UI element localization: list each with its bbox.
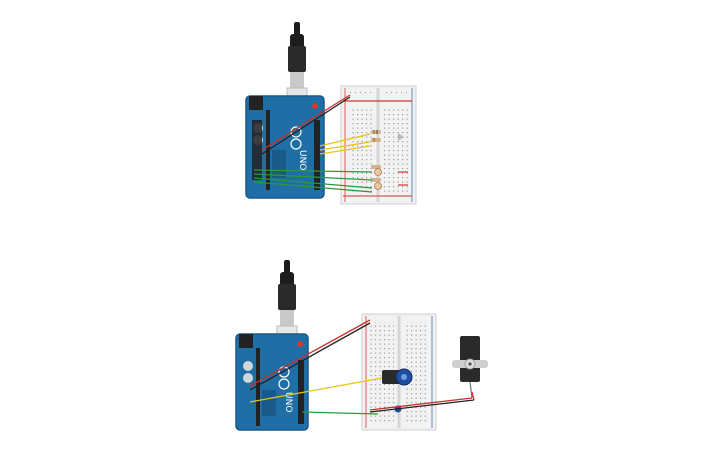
power-wire-red	[249, 319, 371, 387]
photoresistor-top	[374, 168, 382, 190]
signal-wire-yellow	[319, 145, 371, 155]
board-label-top: UNO	[297, 150, 307, 170]
signal-wire-yellow	[319, 133, 371, 147]
signal-wire-red	[369, 397, 473, 411]
resistor-3-top	[371, 165, 381, 169]
circuit-bottom: UNO	[235, 260, 488, 431]
signal-wire-green	[253, 173, 373, 181]
wires-bottom	[249, 319, 475, 415]
signal-wire-green	[253, 177, 373, 189]
resistor-2-top	[371, 138, 381, 142]
resistor-4-top	[371, 178, 381, 182]
signal-wire-green	[253, 181, 373, 193]
circuit-top: UNO	[245, 22, 417, 205]
signal-wire-green	[253, 169, 373, 173]
ground-wire-black	[261, 96, 351, 155]
signal-wire-green	[301, 411, 379, 415]
wires-top	[253, 94, 373, 193]
servo-lead-red	[471, 391, 475, 401]
led-top	[398, 133, 404, 141]
board-label-bottom: UNO	[283, 392, 293, 412]
signal-wire-yellow	[249, 377, 383, 403]
potentiometer-bottom	[382, 368, 413, 386]
power-wire-red	[261, 94, 351, 151]
signal-wire-yellow	[319, 141, 371, 151]
ground-wire-black	[249, 322, 371, 391]
servo-motor-bottom	[452, 336, 488, 399]
arduino-uno-board-bottom: UNO	[235, 333, 309, 431]
signal-wire-black	[369, 399, 475, 413]
rail-jumpers-top	[398, 171, 408, 186]
resistor-1-top	[371, 130, 381, 134]
